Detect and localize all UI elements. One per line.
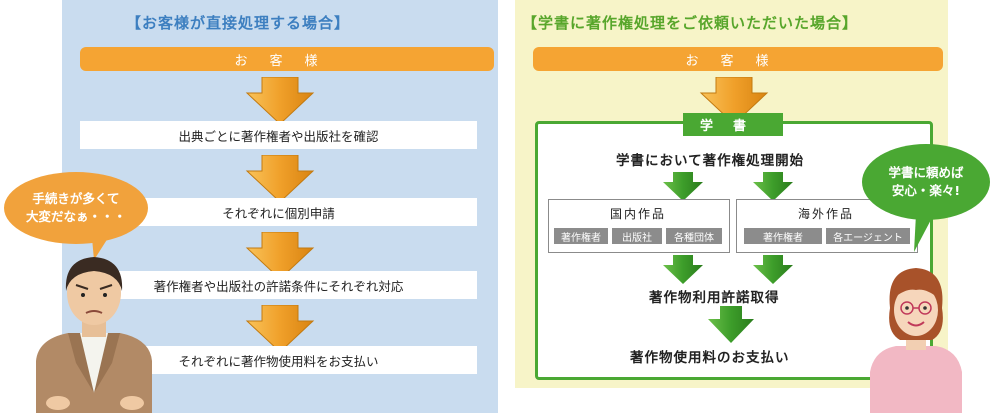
green-arrow-3: [663, 255, 703, 284]
orange-arrow-4: [245, 305, 315, 353]
left-speech-bubble: [4, 172, 148, 260]
right-customer-bar: お客様: [533, 47, 943, 71]
domestic-works-title: 国内作品: [609, 207, 666, 221]
overseas-tag-agents: 各エージェント: [826, 228, 910, 244]
left-step-1: 出典ごとに著作権者や出版社を確認: [80, 121, 477, 149]
domestic-tag-organizations: 各種団体: [666, 228, 722, 244]
green-arrow-1: [663, 172, 703, 201]
right-title: 【学書に著作権処理をご依頼いただいた場合】: [522, 14, 859, 32]
left-customer-bar: お客様: [80, 47, 494, 71]
green-arrow-5: [708, 306, 754, 343]
green-arrow-4: [753, 255, 793, 284]
orange-arrow-2: [245, 155, 315, 203]
domestic-tag-publisher: 出版社: [612, 228, 662, 244]
right-bubble-text: 学書に頼めば 安心・楽々!: [888, 165, 964, 198]
right-speech-bubble: [862, 144, 990, 252]
orange-arrow-right: [699, 77, 769, 125]
process-start-text: 学書において著作権処理開始: [616, 153, 805, 169]
domestic-works-box: [548, 199, 730, 253]
payment-text: 著作物使用料のお支払い: [630, 350, 790, 366]
worried-man-illustration: [36, 257, 152, 413]
orange-arrow-1: [245, 77, 315, 125]
left-step-3: 著作権者や出版社の許諾条件にそれぞれ対応: [80, 271, 477, 299]
gakusho-tab: 学書: [683, 113, 783, 136]
domestic-tag-copyright-holder: 著作権者: [554, 228, 608, 244]
happy-woman-illustration: [870, 268, 962, 413]
green-arrow-2: [753, 172, 793, 201]
overseas-works-title: 海外作品: [797, 207, 854, 221]
permission-text: 著作物利用許諾取得: [649, 290, 780, 306]
orange-arrow-3: [245, 232, 315, 280]
overseas-tag-copyright-holder: 著作権者: [744, 228, 822, 244]
left-title: 【お客様が直接処理する場合】: [126, 14, 351, 32]
left-bubble-text: 手続きが多くて 大変だなぁ・・・: [25, 191, 126, 224]
